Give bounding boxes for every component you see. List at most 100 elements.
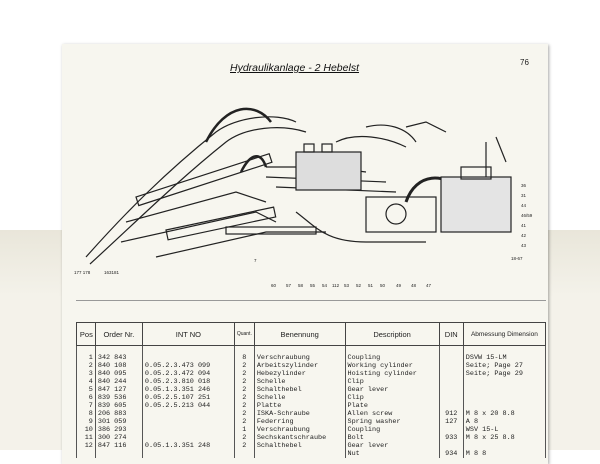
- svg-text:112: 112: [332, 283, 340, 288]
- cell-description: Plate: [344, 402, 440, 410]
- cell-din: [438, 354, 464, 362]
- svg-text:51: 51: [368, 283, 374, 288]
- cell-benennung: Schalthebel: [253, 386, 346, 394]
- cell-din: 912: [438, 410, 464, 418]
- cell-order-nr: [94, 450, 143, 458]
- cell-quantity: 8: [233, 354, 255, 362]
- svg-text:36: 36: [521, 183, 527, 188]
- svg-text:47: 47: [426, 283, 432, 288]
- cell-order-nr: 206 883: [94, 410, 143, 418]
- svg-text:52: 52: [356, 283, 362, 288]
- cell-dimension: WSV 15-L: [462, 426, 547, 434]
- cell-dimension: [462, 402, 547, 410]
- cell-order-nr: 840 244: [94, 378, 143, 386]
- cell-pos: 4: [76, 378, 96, 386]
- cell-din: 933: [438, 434, 464, 442]
- cell-pos: [76, 345, 96, 354]
- cell-quantity: 2: [233, 378, 255, 386]
- cell-order-nr: 386 293: [94, 426, 143, 434]
- svg-text:55: 55: [310, 283, 316, 288]
- cell-din: [438, 386, 464, 394]
- cell-din: [438, 442, 464, 450]
- svg-text:43: 43: [521, 243, 527, 248]
- svg-text:31: 31: [521, 193, 527, 198]
- cell-benennung: Hebezylinder: [253, 370, 346, 378]
- cell-benennung: Verschraubung: [253, 426, 346, 434]
- cell-quantity: 2: [233, 442, 255, 450]
- cell-dimension: [462, 345, 547, 354]
- cell-quantity: 2: [233, 362, 255, 370]
- cell-quantity: 2: [233, 434, 255, 442]
- cell-quantity: [233, 450, 255, 458]
- cell-benennung: Schalthebel: [253, 442, 346, 450]
- cell-quantity: 2: [233, 410, 255, 418]
- cell-description: Clip: [344, 394, 440, 402]
- section-divider: [76, 300, 546, 301]
- cell-description: Bolt: [344, 434, 440, 442]
- cell-dimension: [462, 386, 547, 394]
- svg-text:60: 60: [271, 283, 277, 288]
- cell-order-nr: 839 536: [94, 394, 143, 402]
- cell-quantity: 2: [233, 418, 255, 426]
- parts-table: Pos Order Nr. INT NO Quant. Benennung De…: [76, 322, 547, 458]
- cell-order-nr: 840 108: [94, 362, 143, 370]
- header-order-nr: Order Nr.: [94, 322, 143, 346]
- cell-dimension: [462, 394, 547, 402]
- cell-int-no: [141, 426, 235, 434]
- cell-din: 127: [438, 418, 464, 426]
- cell-description: Nut: [344, 450, 440, 458]
- svg-text:177 178: 177 178: [74, 270, 91, 275]
- cell-din: [438, 394, 464, 402]
- cell-order-nr: 342 843: [94, 354, 143, 362]
- cell-int-no: [141, 345, 235, 354]
- cell-description: [344, 345, 440, 354]
- cell-pos: 9: [76, 418, 96, 426]
- cell-din: [438, 345, 464, 354]
- header-description: Description: [344, 322, 440, 346]
- cell-int-no: 0.05.2.3.473 099: [141, 362, 235, 370]
- table-row: [76, 345, 547, 354]
- cell-benennung: Arbeitszylinder: [253, 362, 346, 370]
- table-header-row: Pos Order Nr. INT NO Quant. Benennung De…: [76, 322, 547, 346]
- cell-int-no: 0.05.2.5.213 044: [141, 402, 235, 410]
- cell-din: [438, 370, 464, 378]
- cell-description: Gear lever: [344, 386, 440, 394]
- cell-quantity: 1: [233, 426, 255, 434]
- cell-din: [438, 362, 464, 370]
- cell-dimension: [462, 442, 547, 450]
- cell-description: Coupling: [344, 354, 440, 362]
- cell-benennung: Schelle: [253, 378, 346, 386]
- cell-pos: 12: [76, 442, 96, 450]
- cell-pos: 3: [76, 370, 96, 378]
- svg-text:53: 53: [344, 283, 350, 288]
- cell-pos: 8: [76, 410, 96, 418]
- cell-din: [438, 378, 464, 386]
- cell-description: Gear lever: [344, 442, 440, 450]
- header-benennung: Benennung: [253, 322, 346, 346]
- cell-pos: 11: [76, 434, 96, 442]
- cell-dimension: A 8: [462, 418, 547, 426]
- cell-description: Allen screw: [344, 410, 440, 418]
- cell-int-no: [141, 410, 235, 418]
- cell-order-nr: 301 059: [94, 418, 143, 426]
- page-number: 76: [520, 58, 529, 67]
- cell-quantity: 2: [233, 370, 255, 378]
- cell-dimension: DSVW 15-LM: [462, 354, 547, 362]
- cell-int-no: 0.05.2.3.472 094: [141, 370, 235, 378]
- cell-dimension: M 8 x 20 8.8: [462, 410, 547, 418]
- cell-description: Working cylinder: [344, 362, 440, 370]
- cell-pos: 2: [76, 362, 96, 370]
- cell-benennung: [253, 450, 346, 458]
- header-quantity: Quant.: [233, 322, 255, 346]
